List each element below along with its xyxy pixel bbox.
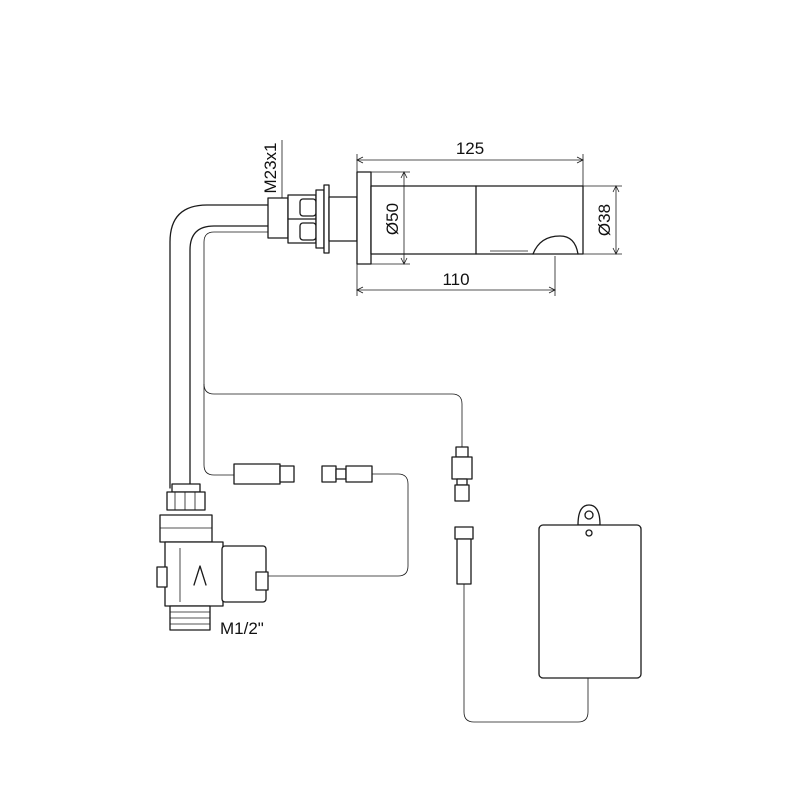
solenoid-valve [156,483,269,631]
dimension-d38 [583,185,622,255]
dimension-125 [356,154,584,186]
dimension-110 [356,256,556,296]
dimension-label-d50: Ø50 [383,203,402,235]
dimension-d50 [371,171,410,265]
dimension-label-m12: M1/2" [220,619,264,638]
dimension-label-m23x1: M23x1 [261,142,280,193]
spout-body [370,185,584,255]
battery-box [538,504,642,679]
sensor-plug [451,446,473,502]
dimension-label-d38: Ø38 [595,204,614,236]
cable-plug-female [268,465,409,577]
spout-inlet-connector [267,184,358,254]
cable-plug-male [233,463,295,485]
sensor-cable [203,231,463,476]
spout-flange [356,171,372,265]
dimension-label-110: 110 [442,270,469,289]
dimension-label-125: 125 [456,139,484,158]
battery-plug [454,526,589,723]
supply-hose [169,204,269,489]
